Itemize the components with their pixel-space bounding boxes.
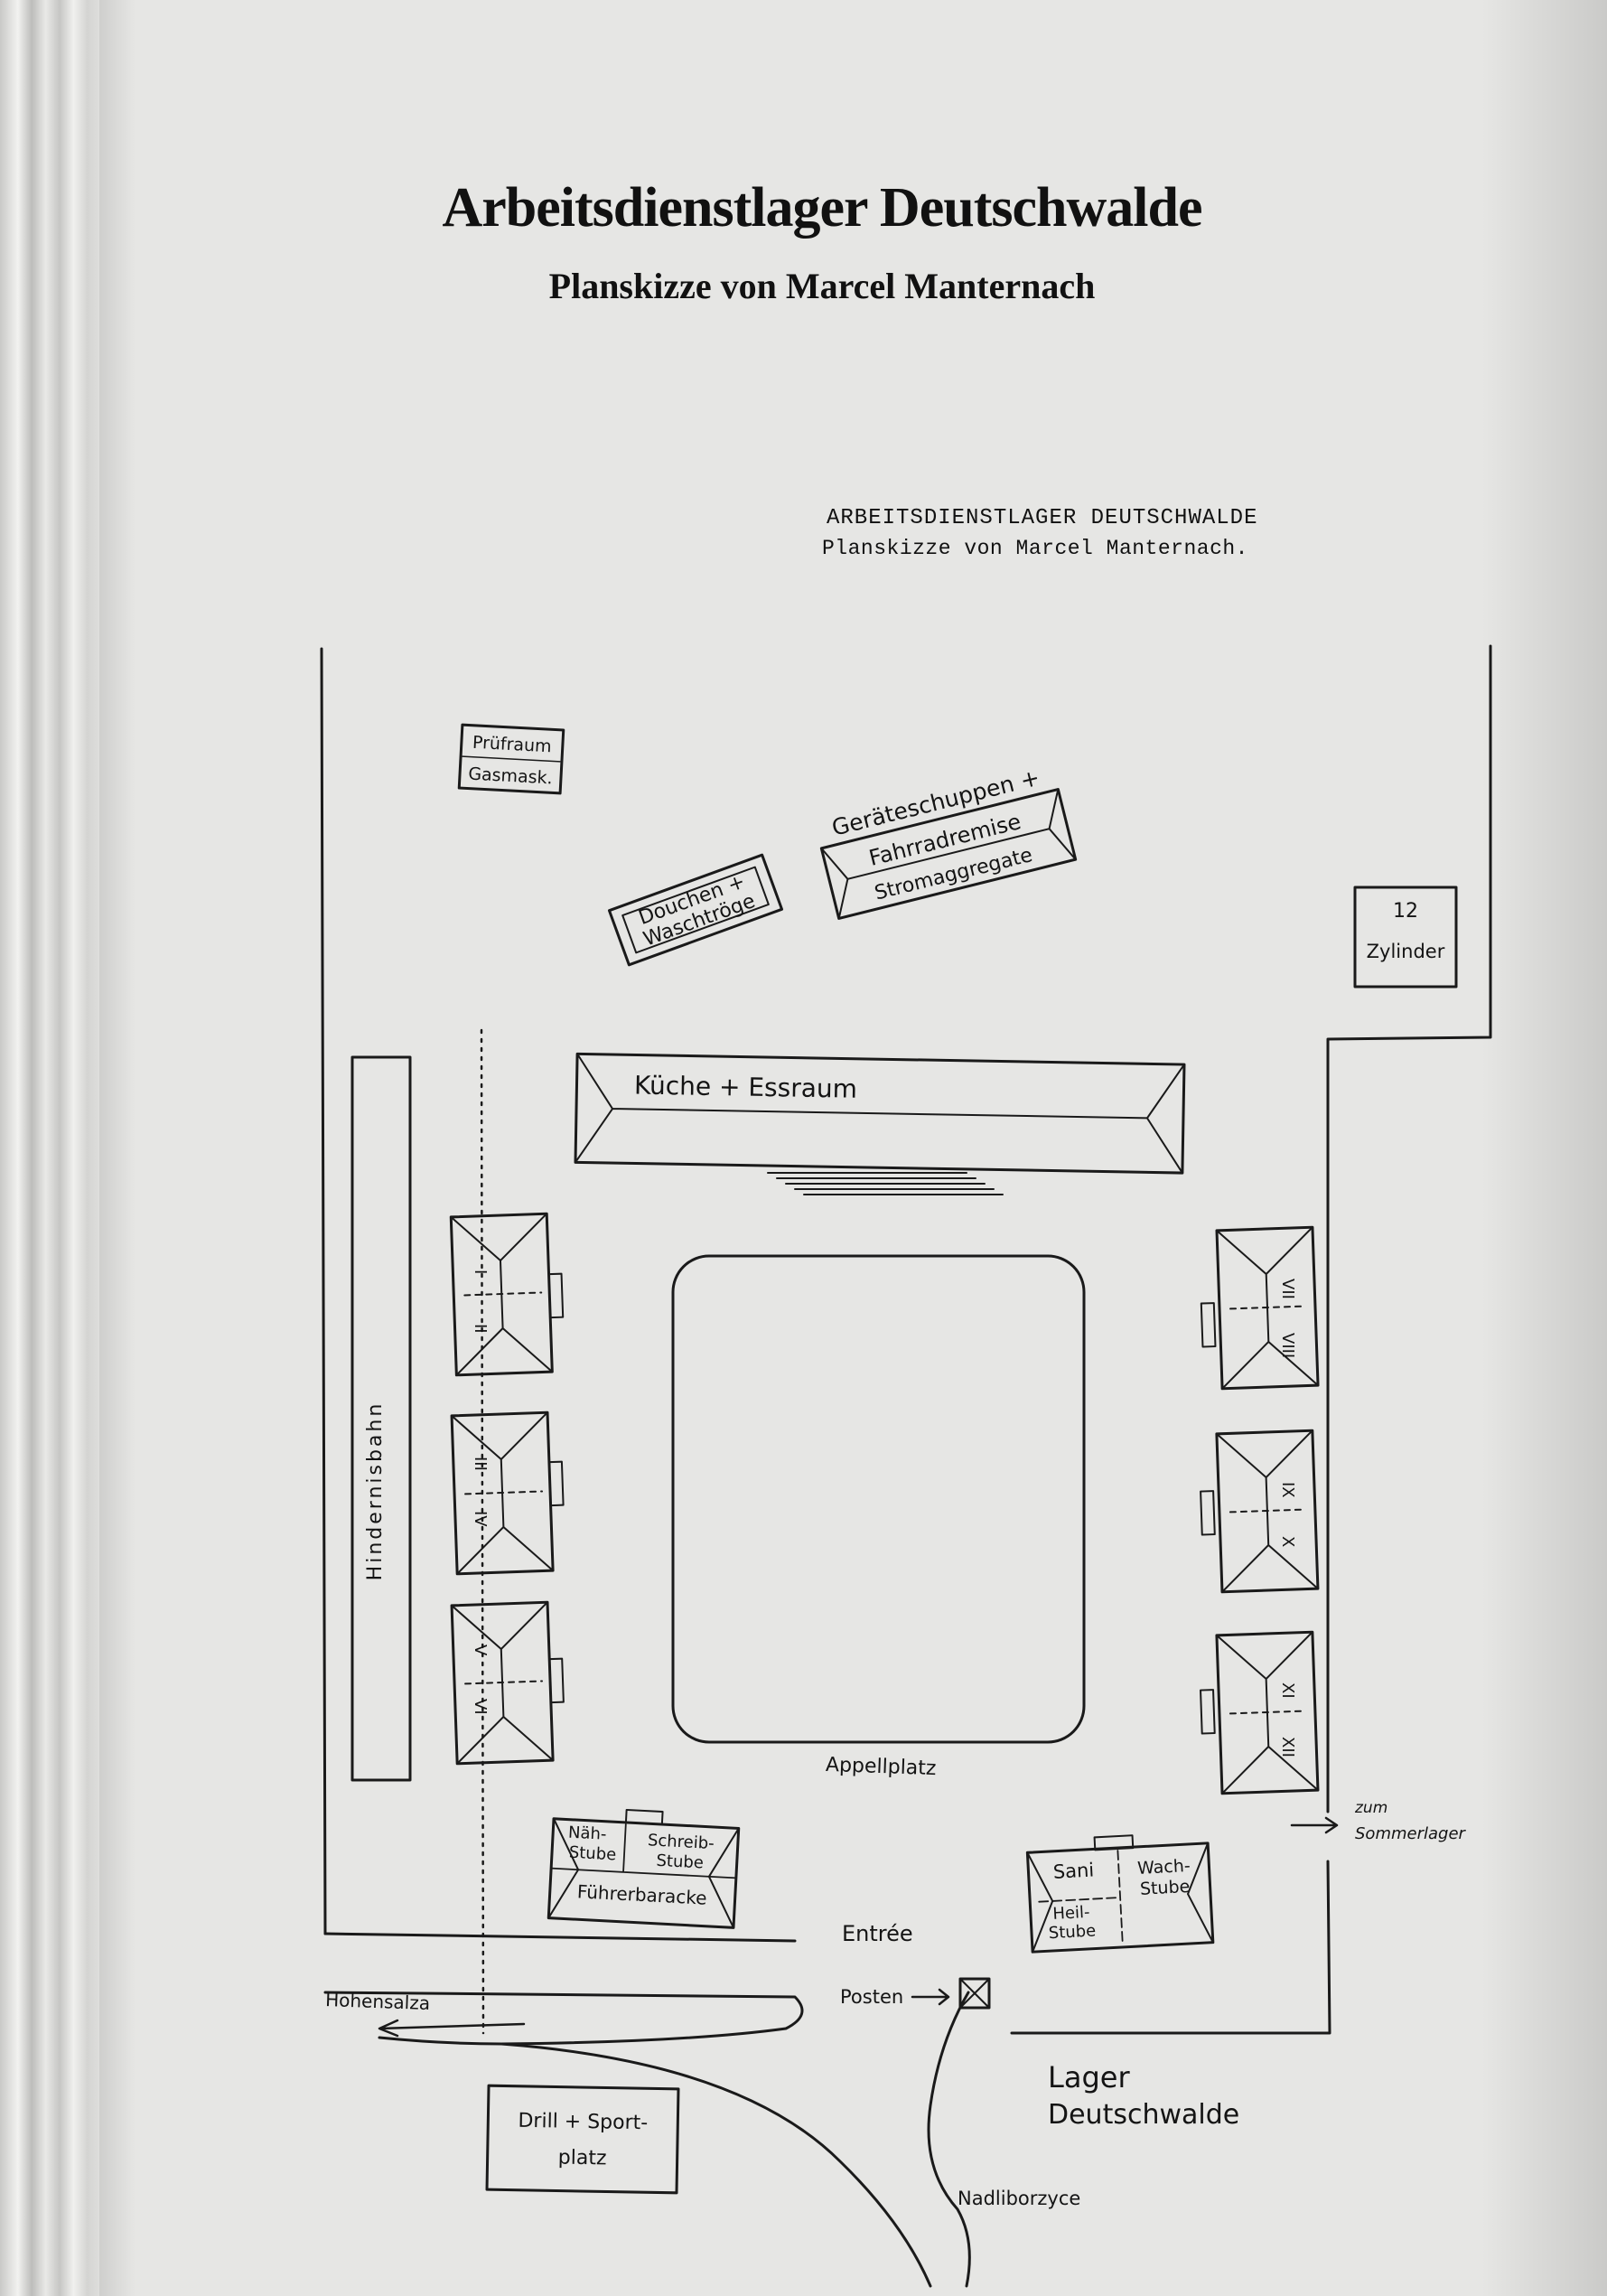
label-kueche: Küche + Essraum	[634, 1070, 857, 1103]
page-subtitle: Planskizze von Marcel Manternach	[548, 266, 1096, 306]
road-hohensalza-arrow	[378, 2019, 526, 2038]
label-entree: Entrée	[842, 1921, 913, 1946]
zylinder-tank	[1353, 886, 1458, 989]
barrack-number-1: I	[471, 1270, 490, 1274]
barrack-number-4: IV	[471, 1511, 490, 1527]
label-heil: Heil-	[1052, 1903, 1090, 1924]
hindernisbahn-strip	[350, 1055, 412, 1782]
label-nadliborzyce: Nadliborzyce	[958, 2188, 1080, 2209]
label-schreib: Schreib-	[647, 1831, 715, 1853]
barrack-left-3	[450, 1600, 565, 1766]
label-posten: Posten	[840, 1986, 903, 2008]
geraeteschuppen-building	[819, 788, 1078, 920]
camp-boundary-right-lower	[1010, 1860, 1331, 2035]
posten-box	[958, 1977, 991, 2010]
barrack-number-12: XII	[1278, 1737, 1297, 1757]
sommerlager-arrow	[1290, 1816, 1339, 1834]
label-schreib-stube: Stube	[656, 1851, 704, 1873]
label-lager: Lager	[1048, 2060, 1130, 2095]
barrack-number-7: VII	[1278, 1279, 1297, 1299]
barrack-number-8: VIII	[1278, 1333, 1297, 1358]
kueche-building	[574, 1052, 1186, 1175]
label-heil-stube: Stube	[1048, 1921, 1096, 1943]
gutter-shadow	[99, 0, 135, 2296]
camp-boundary-right-upper	[1326, 644, 1492, 1813]
label-platz: platz	[558, 2147, 607, 2170]
page-title: Arbeitsdienstlager Deutschwalde	[442, 177, 1203, 239]
road-to-nadli-right	[927, 1991, 971, 2288]
sketch-typed-title: ARBEITSDIENSTLAGER DEUTSCHWALDE	[827, 506, 1258, 530]
barrack-number-2: II	[471, 1324, 490, 1334]
barrack-right-3	[1200, 1630, 1320, 1795]
posten-arrow	[911, 1988, 950, 2006]
camp-boundary-left	[320, 647, 327, 1935]
label-pruefraum: Prüfraum	[472, 733, 552, 757]
barrack-number-3: III	[471, 1457, 490, 1471]
barrack-number-6: VI	[471, 1699, 490, 1715]
label-appellplatz: Appellplatz	[826, 1754, 937, 1780]
appellplatz-square	[671, 1254, 1086, 1744]
label-naeh: Näh-	[567, 1823, 606, 1844]
label-sani: Sani	[1052, 1859, 1095, 1882]
pruefraum-building	[457, 723, 565, 795]
road-to-nadli-left	[500, 2042, 932, 2288]
label-sommerlager: Sommerlager	[1355, 1824, 1467, 1843]
label-fuehrerbaracke: Führerbaracke	[576, 1880, 707, 1908]
label-zum: zum	[1354, 1799, 1387, 1817]
label-deutschwalde: Deutschwalde	[1048, 2099, 1239, 2131]
label-gasmask: Gasmask.	[468, 764, 553, 789]
sani-wachstube-building	[1025, 1834, 1215, 1954]
page-edge-shade	[1481, 0, 1607, 2296]
douchen-building	[607, 853, 784, 967]
label-wach: Wach-	[1137, 1856, 1191, 1879]
barrack-number-5: V	[471, 1645, 490, 1656]
label-zylinder-count: 12	[1393, 900, 1418, 923]
barrack-number-10: X	[1278, 1536, 1297, 1547]
barrack-right-2	[1200, 1429, 1320, 1594]
road-hohensalza-top	[323, 1991, 804, 2046]
fuehrerbaracke-building	[547, 1808, 741, 1929]
barrack-left-1	[449, 1212, 565, 1377]
label-hindernisbahn: Hindernisbahn	[364, 1401, 387, 1581]
barrack-number-9: IX	[1278, 1482, 1297, 1498]
label-hohensalza: Hohensalza	[325, 1989, 431, 2014]
label-zylinder: Zylinder	[1367, 941, 1445, 962]
label-wach-stube: Stube	[1139, 1877, 1190, 1899]
barrack-number-11: XI	[1278, 1682, 1297, 1699]
book-spine	[0, 0, 99, 2296]
drill-sportplatz	[485, 2084, 680, 2195]
dotted-line	[480, 1028, 485, 2035]
barrack-right-1	[1200, 1225, 1320, 1391]
kueche-steps	[767, 1172, 1004, 1195]
label-drill-sport: Drill + Sport-	[518, 2110, 648, 2135]
camp-boundary-bottom-left	[323, 1932, 797, 1943]
label-naeh-stube: Stube	[568, 1843, 616, 1865]
barrack-left-2	[450, 1410, 565, 1576]
road-hohensalza-bottom	[378, 2036, 503, 2046]
sketch-typed-subtitle: Planskizze von Marcel Manternach.	[822, 537, 1248, 560]
